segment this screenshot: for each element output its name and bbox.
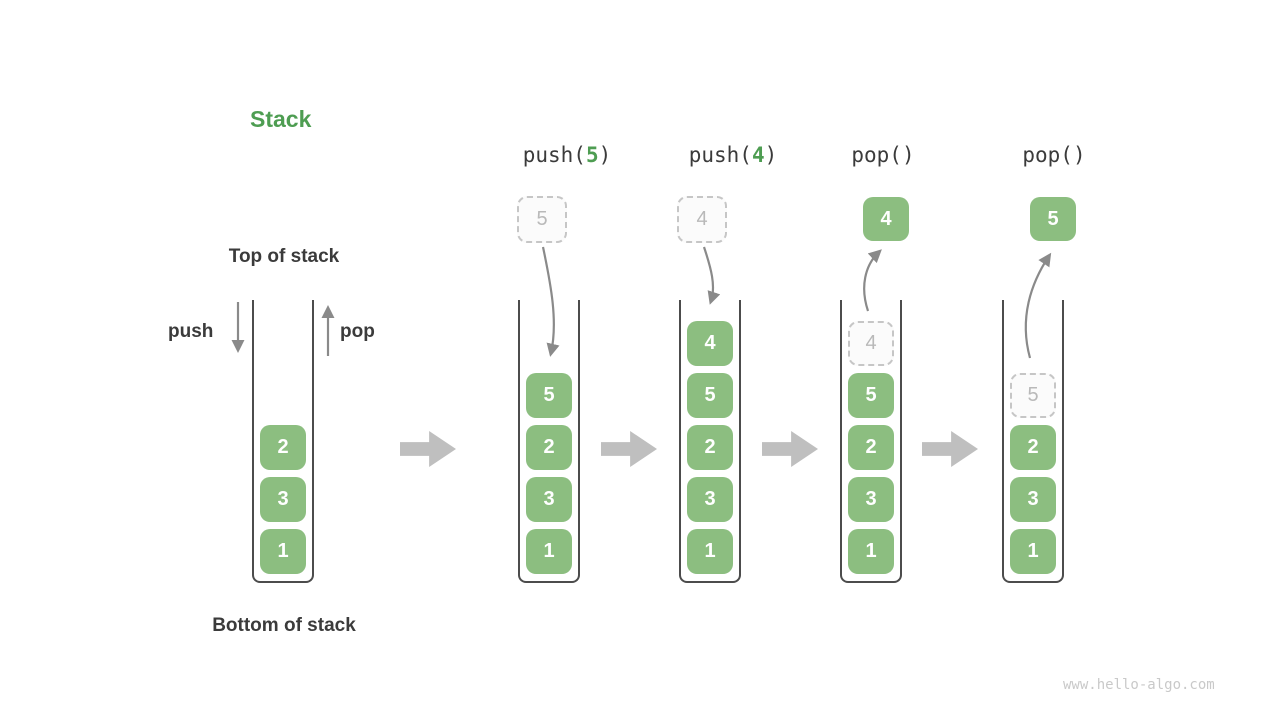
stack-container: 5 2 3 1 <box>518 300 580 583</box>
transition-arrow-icon <box>922 431 978 467</box>
transition-arrow-icon <box>400 431 456 467</box>
stack-element-box: 2 <box>260 425 306 470</box>
stack-element-box: 2 <box>526 425 572 470</box>
stack-element-box: 2 <box>1010 425 1056 470</box>
operation-label-push-5: push(5) <box>487 143 647 167</box>
stack-element-box: 1 <box>1010 529 1056 574</box>
stack-element-box: 5 <box>687 373 733 418</box>
stack-contents: 2 3 1 <box>254 300 312 581</box>
op-text: ) <box>598 143 612 167</box>
diagram-title: Stack <box>250 106 312 132</box>
stack-element-box: 3 <box>687 477 733 522</box>
top-of-stack-label: Top of stack <box>228 246 340 267</box>
transition-arrow-icon <box>762 431 818 467</box>
stack-element-box: 4 <box>687 321 733 366</box>
incoming-element-box: 5 <box>517 196 567 243</box>
op-text: push( <box>688 143 752 167</box>
stack-element-box: 1 <box>526 529 572 574</box>
stack-element-box: 3 <box>260 477 306 522</box>
transition-arrow-icon <box>601 431 657 467</box>
operation-label-pop-2: pop() <box>974 143 1134 167</box>
pop-direction-label: pop <box>340 321 375 342</box>
push-direction-label: push <box>168 321 214 342</box>
incoming-element-box: 4 <box>677 196 727 243</box>
stack-contents: 4 5 2 3 1 <box>842 300 900 581</box>
push-4-curve-arrow-icon <box>702 246 721 305</box>
op-text: push( <box>522 143 586 167</box>
stack-element-box: 3 <box>526 477 572 522</box>
stack-container: 4 5 2 3 1 <box>840 300 902 583</box>
watermark: www.hello-algo.com <box>1063 677 1215 693</box>
stack-element-box: 3 <box>848 477 894 522</box>
op-text: ) <box>901 143 915 167</box>
operation-label-pop-1: pop() <box>803 143 963 167</box>
operation-label-push-4: push(4) <box>653 143 813 167</box>
op-arg: 5 <box>585 143 599 167</box>
stack-element-box: 1 <box>848 529 894 574</box>
stack-contents: 5 2 3 1 <box>1004 300 1062 581</box>
stack-container: 2 3 1 <box>252 300 314 583</box>
op-text: pop( <box>1022 143 1073 167</box>
stack-element-box: 1 <box>687 529 733 574</box>
stack-container: 5 2 3 1 <box>1002 300 1064 583</box>
stack-contents: 4 5 2 3 1 <box>681 300 739 581</box>
stack-element-box: 2 <box>848 425 894 470</box>
op-text: ) <box>1072 143 1086 167</box>
stack-element-box: 1 <box>260 529 306 574</box>
stack-element-box: 5 <box>526 373 572 418</box>
stack-element-box: 2 <box>687 425 733 470</box>
stack-element-box: 3 <box>1010 477 1056 522</box>
stack-container: 4 5 2 3 1 <box>679 300 741 583</box>
removed-slot-box: 4 <box>848 321 894 366</box>
popped-element-box: 4 <box>863 197 909 241</box>
op-text: ) <box>764 143 778 167</box>
removed-slot-box: 5 <box>1010 373 1056 418</box>
popped-element-box: 5 <box>1030 197 1076 241</box>
bottom-of-stack-label: Bottom of stack <box>212 615 356 636</box>
stack-contents: 5 2 3 1 <box>520 300 578 581</box>
op-text: pop( <box>851 143 902 167</box>
stack-element-box: 5 <box>848 373 894 418</box>
op-arg: 4 <box>751 143 765 167</box>
